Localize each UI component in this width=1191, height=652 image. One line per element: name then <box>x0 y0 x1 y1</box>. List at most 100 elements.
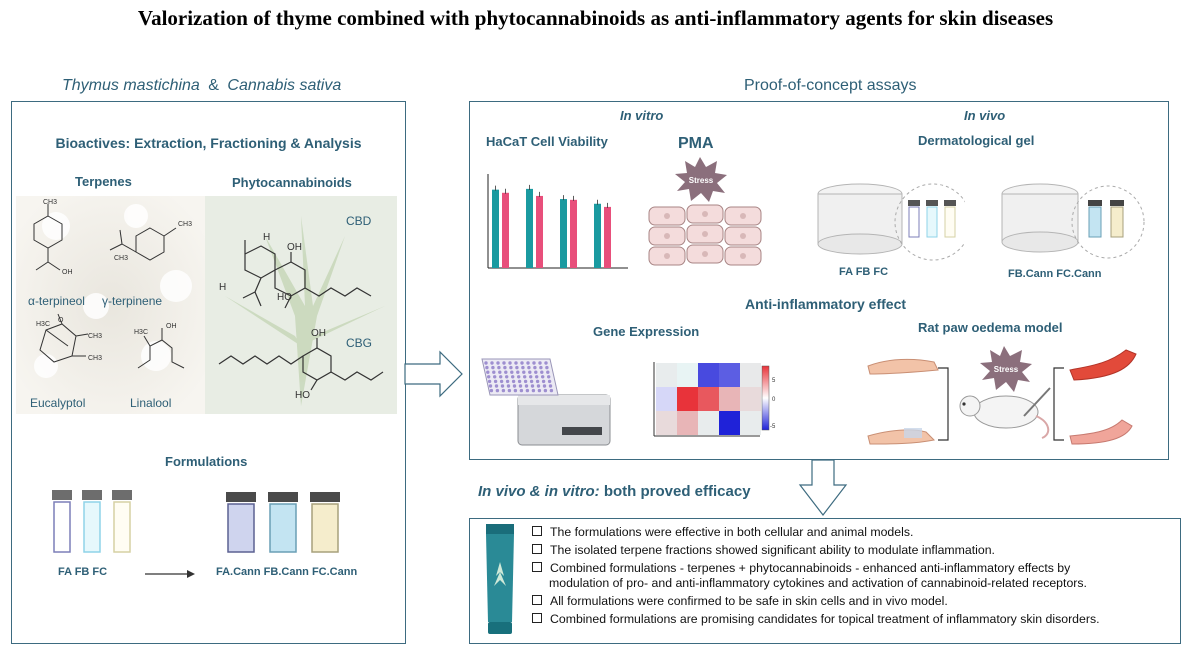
heatmap-cell <box>677 411 698 435</box>
plate-well <box>487 375 491 379</box>
conclusion-item-continued: modulation of pro- and anti-inflammatory… <box>532 576 1100 591</box>
plate-well <box>488 384 493 388</box>
gel-title: Dermatological gel <box>918 133 1035 148</box>
gel-vial-fb <box>926 200 938 238</box>
phytocannabinoids-illustration: OH HO H H OH HO <box>205 196 397 414</box>
paw-treated <box>1069 419 1133 445</box>
qpcr-instrument <box>481 358 611 446</box>
viability-bar <box>560 199 567 268</box>
rat-stress-burst <box>980 346 1032 392</box>
plate-well <box>537 388 542 393</box>
heatmap-cell <box>656 411 677 435</box>
rat-icon <box>959 395 1050 439</box>
plate-well <box>499 375 503 379</box>
plate-well <box>484 361 488 365</box>
conclusion-item: Combined formulations - terpenes + phyto… <box>532 561 1100 576</box>
plate-well <box>489 388 494 393</box>
plate-well <box>539 365 543 370</box>
gene-expression-title: Gene Expression <box>593 324 700 339</box>
paw-before-top <box>867 358 939 375</box>
plate-well <box>502 361 506 365</box>
conclusion-item: All formulations were confirmed to be sa… <box>532 594 1100 609</box>
cbd-atom-h1: H <box>263 232 270 243</box>
phytocannabinoids-title: Phytocannabinoids <box>232 175 352 190</box>
plate-well <box>519 388 524 393</box>
plate-well <box>505 379 510 384</box>
cbd-atom-h2: H <box>219 282 226 293</box>
plate-well <box>525 388 530 393</box>
plate-well <box>507 388 512 393</box>
plate-well <box>541 379 546 384</box>
mol-atom-oh: OH <box>62 269 73 276</box>
plate-well <box>499 379 504 384</box>
heatmap-cell <box>656 363 677 387</box>
mol-atom-ch3-3: CH3 <box>114 255 128 262</box>
vial-fb-cann <box>268 492 298 553</box>
plate-well <box>493 379 498 384</box>
rat-paw-illustration: Stress <box>867 346 1137 445</box>
bullet-checkbox-icon <box>532 613 542 623</box>
plate-well <box>490 361 494 365</box>
plate-well <box>506 384 511 388</box>
in-vivo-label: In vivo <box>964 108 1006 123</box>
vial-fa-cann <box>226 492 256 553</box>
plate-well <box>500 384 505 388</box>
plate-well <box>520 361 524 365</box>
bullet-checkbox-icon <box>532 562 542 572</box>
plate-well <box>543 388 548 393</box>
plate-well <box>494 384 499 388</box>
plate-well <box>486 370 490 374</box>
mol-atom-ch3: CH3 <box>43 199 57 206</box>
flow-arrow-down <box>798 459 848 516</box>
vial-fc-cann <box>310 492 340 553</box>
vial-fa <box>52 490 72 553</box>
viability-bar <box>594 203 601 268</box>
vials-plain-label: FA FB FC <box>58 566 108 578</box>
gel-vial-fb-cann <box>1088 200 1102 238</box>
plate-well <box>509 365 513 370</box>
stress-label: Stress <box>689 176 714 185</box>
terpenes-illustration: CH3 OH CH3 CH3 H3C O CH3 CH3 H3C OH <box>16 196 206 414</box>
formulations-title: Formulations <box>165 454 248 469</box>
rat-paw-title: Rat paw oedema model <box>918 320 1063 335</box>
plate-well <box>508 361 512 365</box>
paw-swollen <box>1069 349 1137 381</box>
cbg-atom-ho: HO <box>295 390 310 401</box>
bioactives-title: Bioactives: Extraction, Fractioning & An… <box>55 135 362 151</box>
hacat-bar-chart <box>487 174 628 269</box>
plate-well <box>547 379 552 384</box>
terpenes-title: Terpenes <box>75 174 132 189</box>
heatmap-cell <box>719 363 740 387</box>
heatmap-cell <box>740 411 761 435</box>
colorbar-tick-min: -5 <box>770 424 776 430</box>
plate-well <box>513 388 518 393</box>
bullet-checkbox-icon <box>532 595 542 605</box>
plate-well <box>548 384 553 388</box>
plate-well <box>517 375 521 379</box>
plate-well <box>529 375 533 379</box>
heatmap-cell <box>698 363 719 387</box>
plate-well <box>512 384 517 388</box>
conclusion-item: The isolated terpene fractions showed si… <box>532 543 1100 558</box>
mol-atom-ch3-5: CH3 <box>88 355 102 362</box>
mol-atom-oh-2: OH <box>166 323 177 330</box>
species-2: Cannabis sativa <box>227 77 342 94</box>
paw-before-bottom <box>867 429 936 445</box>
plate-well <box>542 384 547 388</box>
plate-well <box>493 375 497 379</box>
gel-container-cann <box>1001 183 1145 259</box>
plate-well <box>515 365 519 370</box>
conclusions-panel <box>469 518 1181 644</box>
cbd-atom-oh: OH <box>287 242 302 253</box>
conclusion-text: modulation of pro- and anti-inflammatory… <box>549 576 1087 590</box>
plate-well <box>505 375 509 379</box>
terpene-label-4: Linalool <box>130 396 172 410</box>
plate-well <box>535 375 539 379</box>
species-1: Thymus mastichina <box>62 77 200 94</box>
plate-well <box>523 375 527 379</box>
gene-expression-heatmap: 5 0 -5 <box>653 362 776 437</box>
plate-well <box>546 370 550 374</box>
plate-well <box>545 365 549 370</box>
plate-well <box>522 370 526 374</box>
efficacy-heading: In vivo & in vitro: both proved efficacy <box>478 483 751 500</box>
